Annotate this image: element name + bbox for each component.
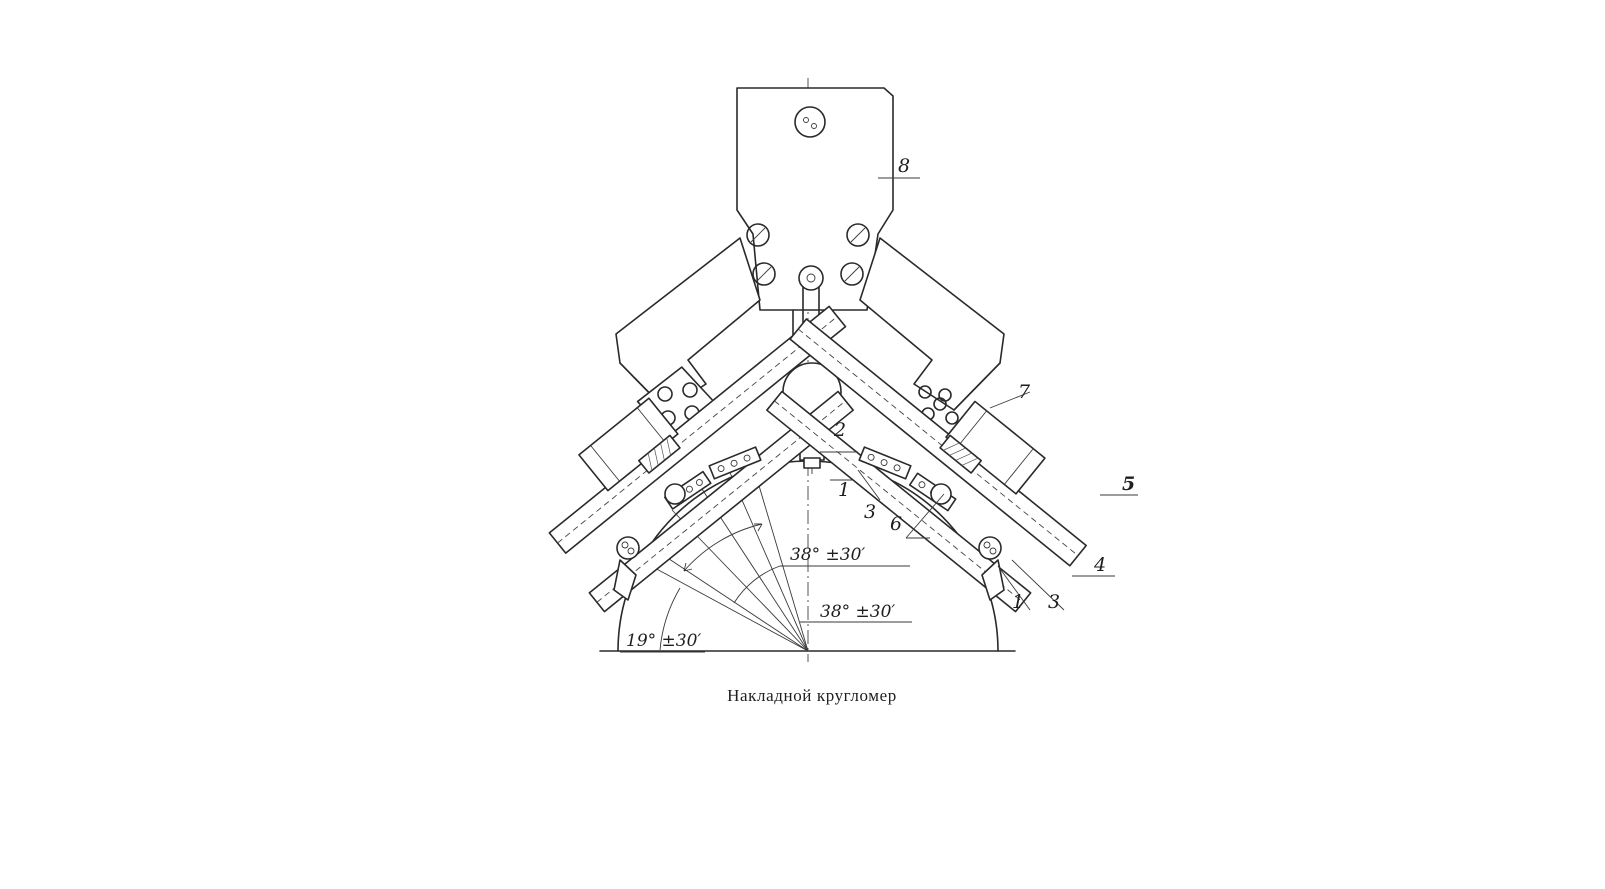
left-hatch bbox=[637, 434, 681, 474]
hinge-left-icon bbox=[664, 483, 686, 505]
right-rails bbox=[766, 318, 1087, 613]
right-arm bbox=[859, 237, 1005, 425]
roller-right-icon bbox=[978, 536, 1002, 560]
figure-caption: Накладной кругломер bbox=[727, 686, 897, 705]
dim-angle-upper: 38° ±30′ bbox=[790, 545, 865, 565]
left-rails bbox=[548, 305, 854, 613]
label-part-3-lower: 3 bbox=[1048, 591, 1060, 613]
screw-icon-group bbox=[746, 223, 870, 286]
contact-pads bbox=[613, 446, 1005, 601]
label-part-1-lower: 1 bbox=[1012, 591, 1024, 613]
right-clamp-block bbox=[945, 400, 1046, 495]
label-part-6: 6 bbox=[890, 513, 902, 535]
label-part-2: 2 bbox=[833, 419, 846, 441]
angle-rays bbox=[639, 461, 809, 652]
label-part-5: 5 bbox=[1122, 473, 1135, 495]
hinge-right-icon bbox=[930, 483, 952, 505]
dim-angle-side: 19° ±30′ bbox=[626, 631, 701, 651]
right-hatch bbox=[939, 434, 983, 474]
angle-arcs bbox=[659, 523, 781, 651]
label-leaders bbox=[820, 177, 1138, 611]
roller-left-icon bbox=[616, 536, 640, 560]
label-part-3-upper: 3 bbox=[864, 501, 876, 523]
label-part-1-upper: 1 bbox=[838, 479, 850, 501]
label-part-4: 4 bbox=[1093, 554, 1106, 576]
label-part-8: 8 bbox=[898, 155, 910, 177]
dim-angle-lower: 38° ±30′ bbox=[820, 602, 895, 622]
label-part-7: 7 bbox=[1018, 381, 1031, 403]
